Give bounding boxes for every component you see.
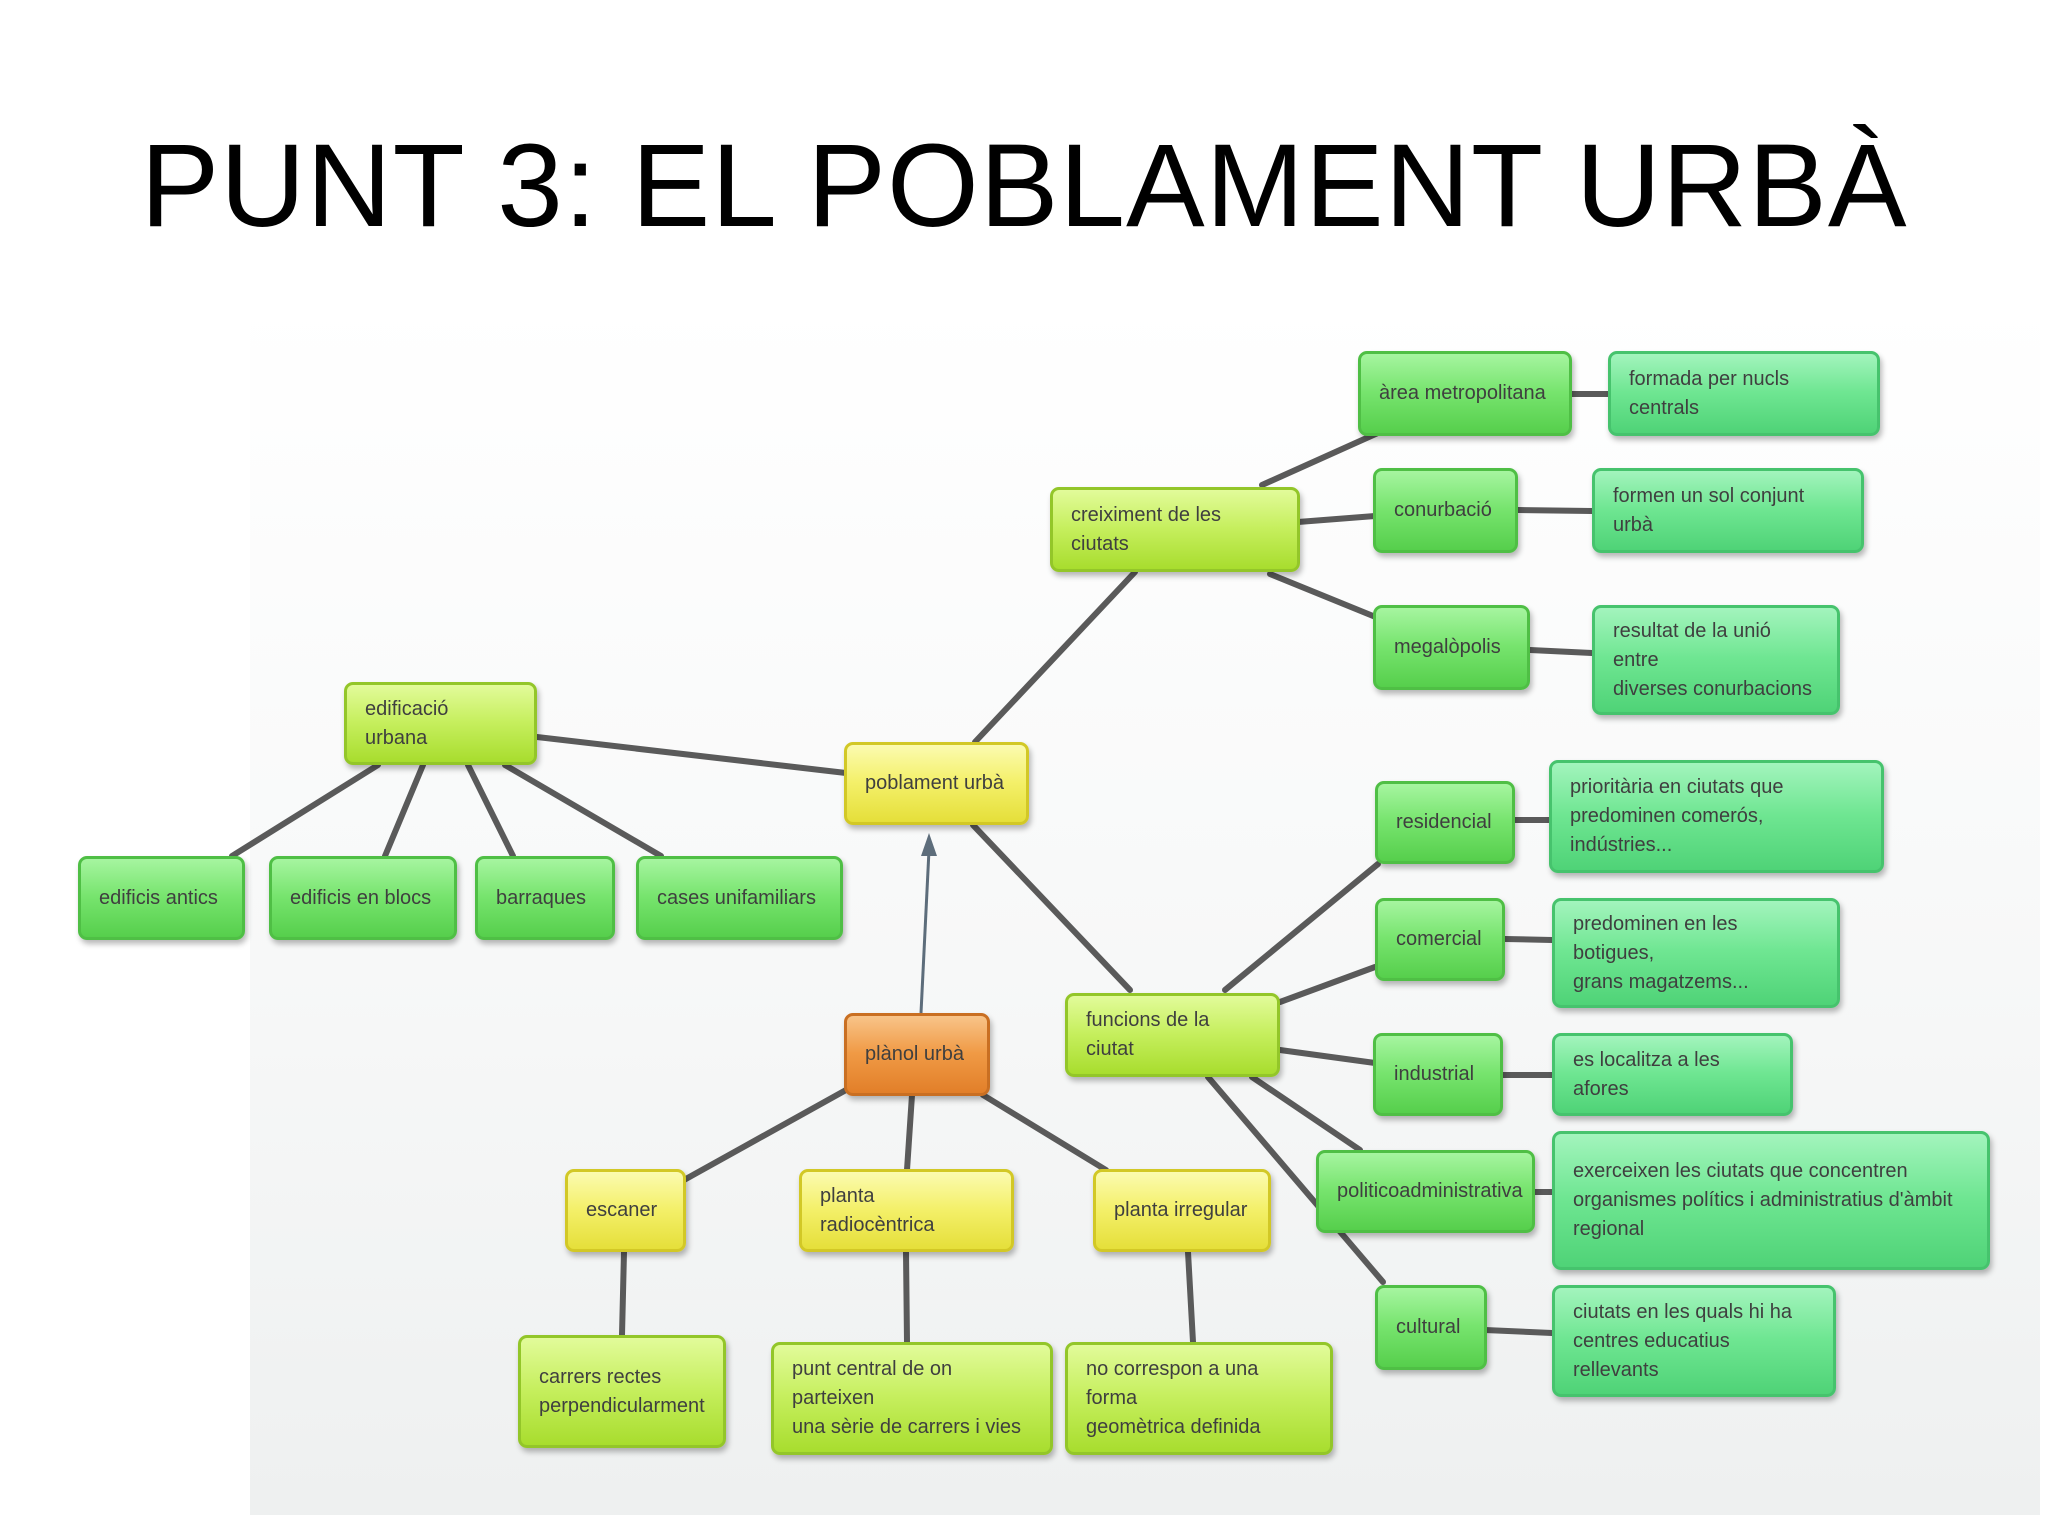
link-planol-irregular (980, 1092, 1109, 1173)
link-planol-radio (904, 1092, 915, 1173)
link-megalopolis-desc (1527, 647, 1595, 656)
node-poblament-urba[interactable]: poblament urbà (844, 742, 1029, 825)
link-funcions-comercial (1277, 964, 1378, 1005)
link-escaner-desc (619, 1249, 627, 1338)
link-funcions-industrial (1277, 1047, 1378, 1066)
node-industrial[interactable]: industrial (1373, 1033, 1503, 1116)
node-edificis-antics[interactable]: edificis antics (78, 856, 245, 940)
link-cultural-desc (1482, 1327, 1555, 1336)
node-politicoadministrativa-desc[interactable]: exerceixen les ciutats que concentren or… (1552, 1131, 1990, 1270)
node-planol-urba[interactable]: plànol urbà (844, 1013, 990, 1096)
node-barraques[interactable]: barraques (475, 856, 615, 940)
link-edificacio-blocs (382, 762, 426, 859)
link-planol-poblament-arrow (919, 849, 931, 1014)
node-cases-unifamiliars[interactable]: cases unifamiliars (636, 856, 843, 940)
link-edificacio-cases (502, 762, 664, 859)
arrowhead (921, 833, 937, 856)
node-conurbacio-desc[interactable]: formen un sol conjunt urbà (1592, 468, 1864, 553)
node-planta-irregular[interactable]: planta irregular (1093, 1169, 1271, 1252)
node-politicoadministrativa[interactable]: politicoadministrativa (1316, 1150, 1535, 1233)
node-residencial[interactable]: residencial (1375, 781, 1515, 864)
link-funcions-residencial (1222, 861, 1381, 993)
node-planta-radiocentrica[interactable]: planta radiocèntrica (799, 1169, 1014, 1252)
node-escaner[interactable]: escaner (565, 1169, 686, 1252)
link-poblament-funcions (970, 822, 1133, 993)
node-comercial[interactable]: comercial (1375, 898, 1505, 981)
link-edificacio-poblament (534, 734, 849, 776)
link-edificacio-antics (229, 762, 381, 859)
link-creixement-megalopolis (1267, 571, 1381, 621)
node-funcions-ciutat[interactable]: funcions de la ciutat (1065, 993, 1280, 1077)
node-edificacio-urbana[interactable]: edificació urbana (344, 682, 537, 765)
node-edificis-blocs[interactable]: edificis en blocs (269, 856, 457, 940)
link-planol-escaner (681, 1087, 849, 1183)
link-radio-desc (903, 1249, 910, 1345)
node-comercial-desc[interactable]: predominen en les botigues, grans magatz… (1552, 898, 1840, 1008)
node-cultural-desc[interactable]: ciutats en les quals hi ha centres educa… (1552, 1285, 1836, 1397)
link-creixement-area-metro (1259, 429, 1383, 488)
link-funcions-cultural (1205, 1074, 1386, 1285)
link-funcions-politico (1249, 1074, 1363, 1153)
node-planta-irregular-desc[interactable]: no correspon a una forma geomètrica defi… (1065, 1342, 1333, 1455)
node-conurbacio[interactable]: conurbació (1373, 468, 1518, 553)
node-residencial-desc[interactable]: prioritària en ciutats que predominen co… (1549, 760, 1884, 873)
node-area-metropolitana-desc[interactable]: formada per nucls centrals (1608, 351, 1880, 436)
node-megalopolis-desc[interactable]: resultat de la unió entre diverses conur… (1592, 605, 1840, 715)
link-creixement-conurbacio (1295, 513, 1378, 525)
node-megalopolis[interactable]: megalòpolis (1373, 605, 1530, 690)
link-poblament-creixement (972, 569, 1138, 745)
link-conurbacio-desc (1515, 507, 1595, 514)
node-escaner-desc[interactable]: carrers rectes perpendicularment (518, 1335, 726, 1448)
link-comercial-desc (1502, 936, 1555, 943)
slide-title: PUNT 3: EL POBLAMENT URBÀ (140, 120, 1908, 252)
node-area-metropolitana[interactable]: àrea metropolitana (1358, 351, 1572, 436)
node-planta-radiocentrica-desc[interactable]: punt central de on parteixen una sèrie d… (771, 1342, 1053, 1455)
node-cultural[interactable]: cultural (1375, 1285, 1487, 1370)
link-irregular-desc (1185, 1249, 1196, 1345)
link-edificacio-barraques (465, 762, 516, 859)
node-creixement[interactable]: creiximent de les ciutats (1050, 487, 1300, 572)
node-industrial-desc[interactable]: es localitza a les afores (1552, 1033, 1793, 1116)
